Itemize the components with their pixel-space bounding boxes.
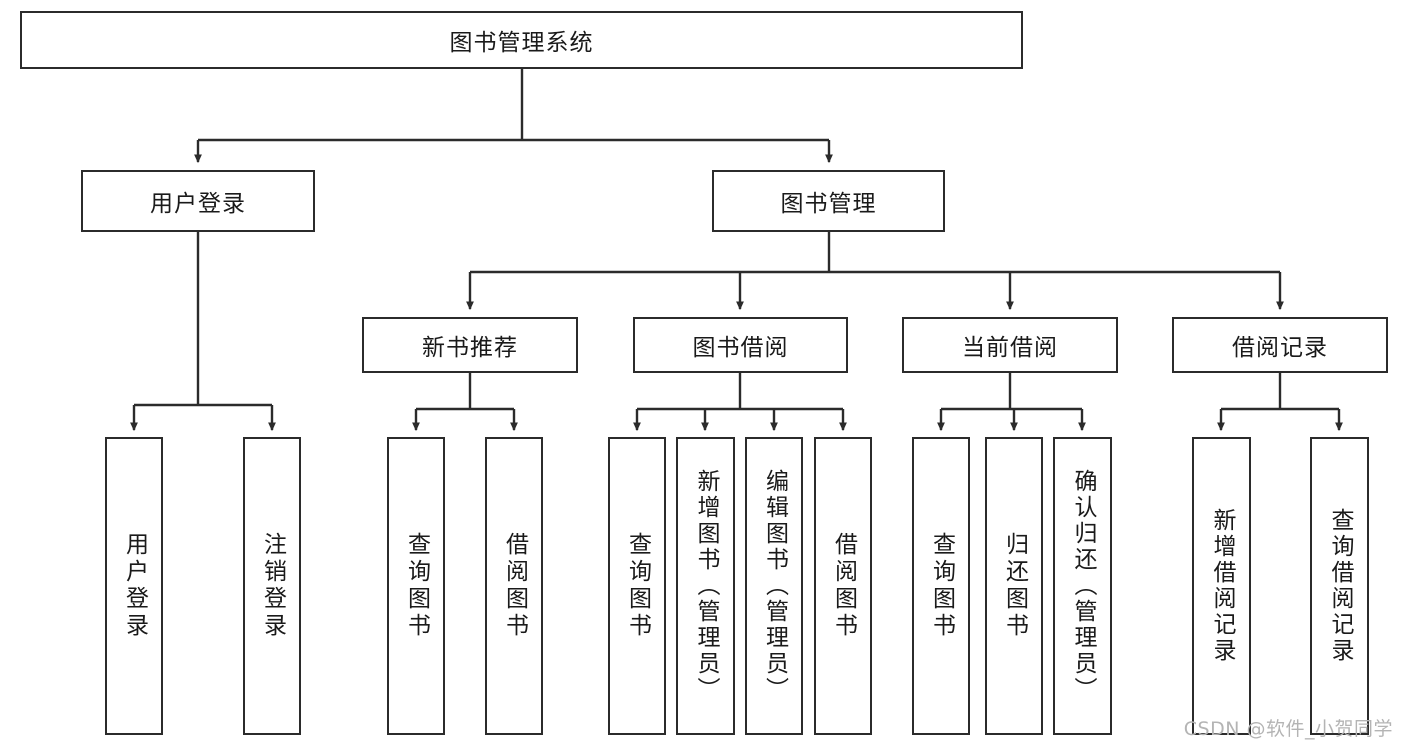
node-new-book-recommend-label: 新书推荐: [422, 335, 518, 361]
leaf-user-login[interactable]: 用户登录: [105, 437, 163, 735]
leaf-return-book-label: 归还图书: [1001, 532, 1028, 640]
leaf-query-book-current[interactable]: 查询图书: [912, 437, 970, 735]
leaf-borrow-book-recommend-label: 借阅图书: [501, 532, 528, 640]
node-borrow-record-label: 借阅记录: [1232, 335, 1328, 361]
leaf-add-borrow-record-label: 新增借阅记录: [1209, 508, 1235, 664]
leaf-query-book-borrow[interactable]: 查询图书: [608, 437, 666, 735]
node-root-label: 图书管理系统: [449, 30, 594, 56]
leaf-confirm-return-admin-label: 确认归还（管理员）: [1070, 469, 1096, 703]
node-current-borrow[interactable]: 当前借阅: [902, 317, 1118, 373]
node-book-management[interactable]: 图书管理: [712, 170, 945, 232]
node-book-management-label: 图书管理: [780, 191, 877, 217]
node-book-borrow-label: 图书借阅: [692, 335, 789, 361]
leaf-query-book-recommend[interactable]: 查询图书: [387, 437, 445, 735]
leaf-add-book-admin[interactable]: 新增图书（管理员）: [676, 437, 735, 735]
leaf-borrow-book[interactable]: 借阅图书: [814, 437, 872, 735]
leaf-query-borrow-record-label: 查询借阅记录: [1327, 508, 1353, 664]
leaf-return-book[interactable]: 归还图书: [985, 437, 1043, 735]
node-borrow-record[interactable]: 借阅记录: [1172, 317, 1388, 373]
node-user-login[interactable]: 用户登录: [81, 170, 315, 232]
leaf-edit-book-admin[interactable]: 编辑图书（管理员）: [745, 437, 803, 735]
leaf-query-book-borrow-label: 查询图书: [624, 532, 651, 640]
leaf-confirm-return-admin[interactable]: 确认归还（管理员）: [1053, 437, 1112, 735]
watermark: CSDN @软件_小贺同学: [1183, 718, 1393, 740]
leaf-query-book-recommend-label: 查询图书: [403, 532, 430, 640]
leaf-edit-book-admin-label: 编辑图书（管理员）: [761, 469, 788, 703]
leaf-logout-login-label: 注销登录: [259, 532, 286, 640]
leaf-borrow-book-label: 借阅图书: [830, 532, 857, 640]
node-new-book-recommend[interactable]: 新书推荐: [362, 317, 578, 373]
leaf-add-book-admin-label: 新增图书（管理员）: [693, 469, 719, 703]
node-root[interactable]: 图书管理系统: [20, 11, 1023, 69]
leaf-query-book-current-label: 查询图书: [928, 532, 955, 640]
leaf-borrow-book-recommend[interactable]: 借阅图书: [485, 437, 543, 735]
node-book-borrow[interactable]: 图书借阅: [633, 317, 848, 373]
leaf-user-login-label: 用户登录: [121, 532, 148, 640]
node-user-login-label: 用户登录: [150, 191, 246, 217]
leaf-logout-login[interactable]: 注销登录: [243, 437, 301, 735]
leaf-add-borrow-record[interactable]: 新增借阅记录: [1192, 437, 1251, 735]
node-current-borrow-label: 当前借阅: [962, 335, 1058, 361]
leaf-query-borrow-record[interactable]: 查询借阅记录: [1310, 437, 1369, 735]
